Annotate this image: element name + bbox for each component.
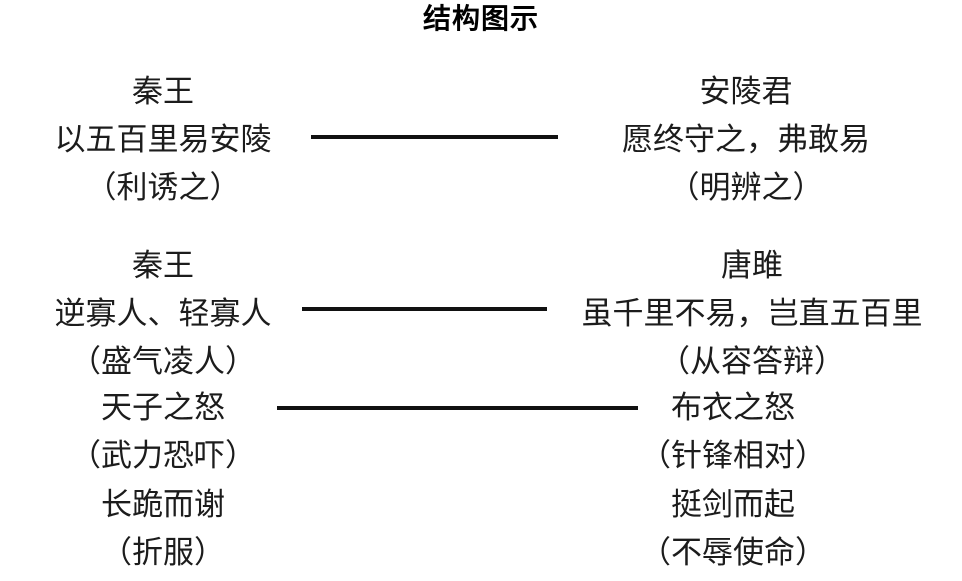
block-4-left-note: （折服） (101, 535, 225, 570)
block-2-left-quote: 逆寡人、轻寡人 (54, 296, 272, 331)
block-2-left-column: 秦王 逆寡人、轻寡人 （盛气凌人） (55, 242, 272, 386)
connector-line-2 (302, 307, 547, 311)
connector-line-1 (311, 135, 558, 139)
block-1-left-column: 秦王 以五百里易安陵 （利诱之） (55, 68, 272, 212)
block-3-left-note: （武力恐吓） (70, 438, 256, 473)
block-4-right-note: （不辱使命） (640, 535, 826, 570)
block-3-left-quote: 天子之怒 (101, 390, 225, 425)
block-1-right-column: 安陵君 愿终守之，弗敢易 （明辨之） (622, 68, 870, 212)
block-1-right-speaker: 安陵君 (699, 74, 793, 109)
block-4-right-quote: 挺剑而起 (671, 487, 795, 522)
block-3-right-quote: 布衣之怒 (671, 390, 795, 425)
block-2-right-column: 唐雎 虽千里不易，岂直五百里 （从容答辩） (582, 242, 923, 386)
block-2-left-speaker: 秦王 (132, 248, 194, 283)
block-2-right-note: （从容答辩） (659, 344, 845, 379)
block-1-right-note: （明辨之） (668, 170, 824, 205)
block-2-right-speaker: 唐雎 (721, 248, 783, 283)
block-2-right-quote: 虽千里不易，岂直五百里 (581, 296, 923, 331)
block-4-right-column: 挺剑而起 （不辱使命） (640, 481, 826, 577)
block-1-left-quote: 以五百里易安陵 (54, 122, 272, 157)
block-3-right-column: 布衣之怒 （针锋相对） (640, 384, 826, 480)
block-1-left-note: （利诱之） (85, 170, 241, 205)
block-4-left-column: 长跪而谢 （折服） (101, 481, 225, 577)
page-title: 结构图示 (422, 3, 539, 34)
block-3-right-note: （针锋相对） (640, 438, 826, 473)
connector-line-3 (277, 406, 638, 410)
block-4-left-quote: 长跪而谢 (101, 487, 225, 522)
block-2-left-note: （盛气凌人） (70, 344, 256, 379)
block-3-left-column: 天子之怒 （武力恐吓） (70, 384, 256, 480)
block-1-right-quote: 愿终守之，弗敢易 (622, 122, 870, 157)
block-1-left-speaker: 秦王 (132, 74, 194, 109)
